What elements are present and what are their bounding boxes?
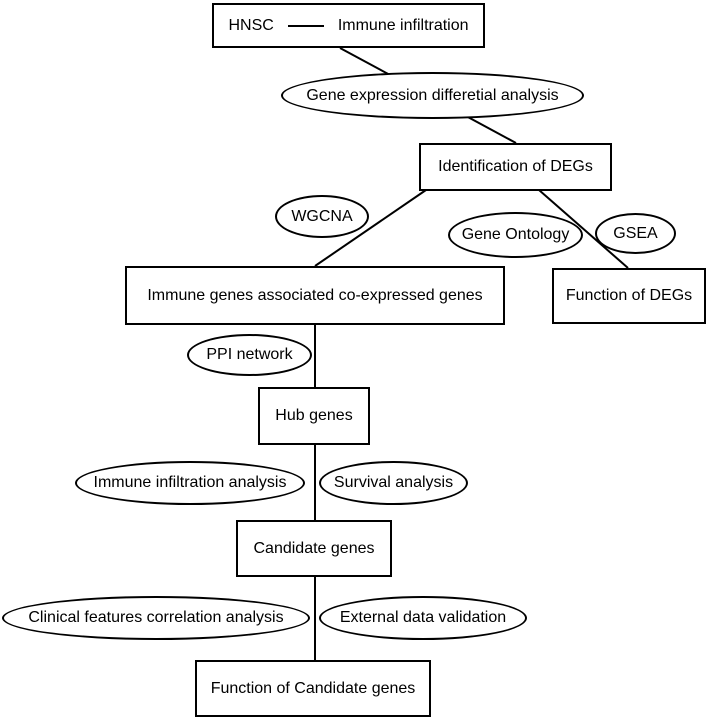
hub-genes-box: Hub genes <box>258 387 370 445</box>
external-data-validation-ellipse: External data validation <box>319 596 527 640</box>
survival-analysis-ellipse: Survival analysis <box>319 461 468 505</box>
gsea-ellipse: GSEA <box>595 213 676 254</box>
wgcna-ellipse: WGCNA <box>275 195 369 238</box>
connector-deg-to-coexpressed <box>314 189 427 267</box>
deg-identification-box: Identification of DEGs <box>419 143 612 191</box>
hnsc-immune-box: HNSC Immune infiltration <box>212 3 485 48</box>
function-degs-box: Function of DEGs <box>552 268 706 324</box>
connector-deg-to-function <box>538 189 629 269</box>
immune-infiltration-label: Immune infiltration <box>337 16 469 34</box>
immune-infiltration-analysis-ellipse: Immune infiltration analysis <box>75 461 305 505</box>
ppi-network-ellipse: PPI network <box>187 334 312 376</box>
function-candidate-box: Function of Candidate genes <box>195 660 431 717</box>
clinical-features-analysis-ellipse: Clinical features correlation analysis <box>2 596 310 640</box>
hnsc-label: HNSC <box>228 16 274 34</box>
candidate-genes-box: Candidate genes <box>236 520 392 577</box>
gene-ontology-ellipse: Gene Ontology <box>448 212 583 258</box>
gene-expression-analysis-ellipse: Gene expression differetial analysis <box>281 72 584 119</box>
connector-dash <box>287 24 324 27</box>
coexpressed-genes-box: Immune genes associated co-expressed gen… <box>125 266 505 325</box>
